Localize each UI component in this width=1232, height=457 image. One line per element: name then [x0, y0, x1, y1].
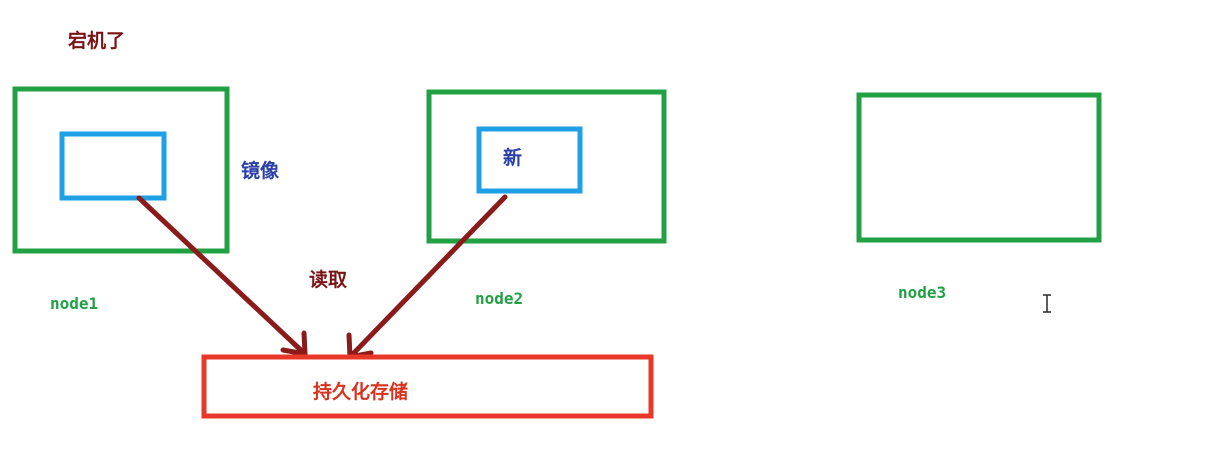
node2-box [426, 89, 667, 244]
crashed-label: 宕机了 [68, 29, 125, 52]
node1-box [12, 86, 230, 254]
mirror-label: 镜像 [241, 159, 280, 182]
node1-label: node1 [50, 294, 98, 313]
node2-container-box [476, 126, 583, 194]
storage-box [201, 354, 654, 419]
node1-container-box [59, 131, 167, 201]
node3-box [856, 92, 1102, 243]
storage-label: 持久化存储 [313, 380, 408, 403]
read-label: 读取 [309, 268, 347, 291]
node3-label: node3 [898, 283, 946, 302]
new-container-label: 新 [503, 146, 522, 169]
node2-label: node2 [475, 289, 523, 308]
arrow-node1-to-storage [136, 195, 308, 357]
text-cursor-icon [1043, 294, 1051, 313]
